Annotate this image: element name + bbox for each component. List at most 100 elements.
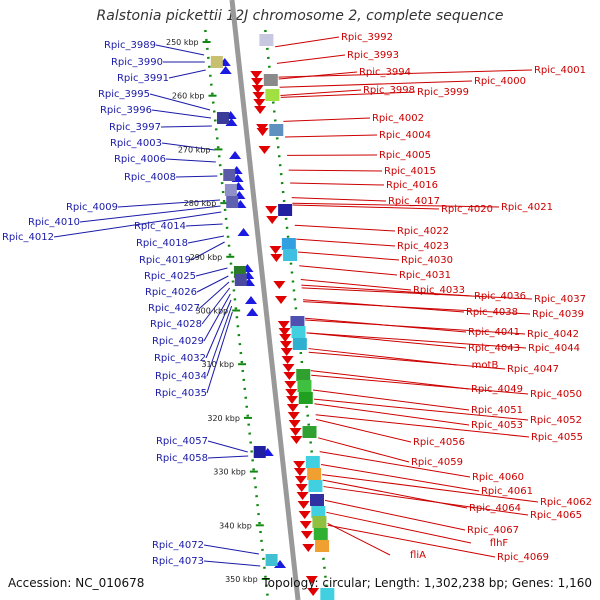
leader-line: [206, 305, 233, 377]
gene-label-right[interactable]: Rpic_4065: [530, 510, 582, 521]
leader-line: [323, 486, 529, 516]
forward-gene-arrow: [285, 389, 298, 397]
gene-label-right[interactable]: Rpic_4002: [372, 113, 424, 124]
leader-line: [301, 287, 533, 300]
gene-block: [292, 338, 307, 350]
forward-gene-arrow: [275, 296, 287, 304]
gene-label-right[interactable]: Rpic_4055: [531, 432, 583, 443]
gene-block: [312, 516, 327, 528]
gene-label-right[interactable]: Rpic_4016: [386, 180, 438, 191]
leader-line: [310, 370, 470, 390]
gene-label-left[interactable]: Rpic_4058: [156, 453, 208, 464]
gene-label-right[interactable]: Rpic_4001: [534, 65, 586, 76]
gene-label-right[interactable]: Rpic_4017: [388, 196, 440, 207]
gene-label-left[interactable]: Rpic_4012: [2, 232, 54, 243]
gene-label-right[interactable]: Rpic_4020: [441, 204, 493, 215]
gene-label-left[interactable]: Rpic_3991: [117, 73, 169, 84]
reverse-gene-arrow: [246, 308, 259, 316]
gene-label-right[interactable]: Rpic_4030: [401, 255, 453, 266]
gene-label-right[interactable]: flhF: [490, 538, 509, 549]
leader-line: [199, 281, 230, 309]
gene-label-right[interactable]: Rpic_4042: [527, 329, 579, 340]
gene-label-left[interactable]: Rpic_4028: [150, 319, 202, 330]
gene-label-right[interactable]: Rpic_4005: [379, 150, 431, 161]
gene-label-left[interactable]: Rpic_3997: [109, 122, 161, 133]
gene-label-right[interactable]: Rpic_3998: [363, 85, 415, 96]
leader-line: [306, 332, 467, 349]
gene-label-right[interactable]: Rpic_4043: [468, 343, 520, 354]
gene-label-right[interactable]: Rpic_3993: [347, 50, 399, 61]
gene-label-right[interactable]: Rpic_4059: [411, 457, 463, 468]
leader-line: [308, 351, 506, 370]
gene-label-right[interactable]: Rpic_3992: [341, 32, 393, 43]
gene-label-left[interactable]: Rpic_4003: [110, 138, 162, 149]
gene-label-right[interactable]: Rpic_4015: [384, 166, 436, 177]
gene-label-right[interactable]: Rpic_4047: [507, 364, 559, 375]
gene-label-left[interactable]: Rpic_3989: [104, 40, 156, 51]
gene-label-left[interactable]: Rpic_4025: [144, 271, 196, 282]
gene-label-right[interactable]: Rpic_4050: [530, 389, 582, 400]
gene-label-right[interactable]: Rpic_3999: [417, 87, 469, 98]
gene-label-right[interactable]: motB: [472, 360, 499, 371]
gene-label-left[interactable]: Rpic_4014: [134, 221, 186, 232]
gene-label-right[interactable]: Rpic_4023: [397, 241, 449, 252]
gene-block: [296, 369, 311, 381]
gene-label-right[interactable]: Rpic_4031: [399, 270, 451, 281]
gene-label-right[interactable]: Rpic_4056: [413, 437, 465, 448]
gene-label-right[interactable]: Rpic_4067: [467, 525, 519, 536]
gene-label-right[interactable]: fliA: [410, 550, 426, 561]
leader-line: [300, 279, 412, 291]
gene-label-left[interactable]: Rpic_4006: [114, 154, 166, 165]
gene-label-left[interactable]: Rpic_4009: [66, 202, 118, 213]
gene-label-right[interactable]: Rpic_4044: [528, 343, 580, 354]
gene-label-right[interactable]: Rpic_4041: [468, 327, 520, 338]
gene-label-left[interactable]: Rpic_3995: [98, 89, 150, 100]
gene-label-left[interactable]: Rpic_4008: [124, 172, 176, 183]
gene-label-right[interactable]: Rpic_4060: [472, 472, 524, 483]
gene-label-right[interactable]: Rpic_4039: [532, 309, 584, 320]
gene-label-right[interactable]: Rpic_4038: [466, 307, 518, 318]
gene-label-left[interactable]: Rpic_4032: [154, 353, 206, 364]
gene-block: [315, 540, 330, 552]
gene-label-left[interactable]: Rpic_4019: [139, 255, 191, 266]
gene-label-right[interactable]: Rpic_3994: [359, 67, 411, 78]
gene-label-left[interactable]: Rpic_4029: [152, 336, 204, 347]
gene-label-left[interactable]: Rpic_3990: [111, 57, 163, 68]
tick-label: 320 kbp: [207, 414, 240, 423]
leader-line: [303, 301, 531, 315]
gene-label-right[interactable]: Rpic_4062: [540, 497, 592, 508]
forward-gene-arrow: [289, 428, 302, 436]
gene-label-right[interactable]: Rpic_4061: [481, 486, 533, 497]
gene-label-left[interactable]: Rpic_4026: [145, 287, 197, 298]
gene-block: [298, 392, 313, 404]
gene-block: [313, 528, 328, 540]
gene-block: [302, 426, 317, 438]
gene-label-right[interactable]: Rpic_4021: [501, 202, 553, 213]
gene-label-right[interactable]: Rpic_4033: [413, 285, 465, 296]
gene-label-right[interactable]: Rpic_4069: [497, 552, 549, 563]
gene-label-left[interactable]: Rpic_4057: [156, 436, 208, 447]
gene-label-left[interactable]: Rpic_4072: [152, 540, 204, 551]
forward-gene-arrow: [266, 216, 279, 224]
gene-label-left[interactable]: Rpic_4018: [136, 238, 188, 249]
gene-label-right[interactable]: Rpic_4000: [474, 76, 526, 87]
forward-gene-arrow: [253, 99, 266, 107]
gene-block: [291, 326, 306, 338]
gene-label-left[interactable]: Rpic_3996: [100, 105, 152, 116]
gene-label-left[interactable]: Rpic_4035: [155, 388, 207, 399]
gene-label-left[interactable]: Rpic_4073: [152, 556, 204, 567]
gene-label-right[interactable]: Rpic_4052: [530, 415, 582, 426]
gene-label-right[interactable]: Rpic_4053: [471, 420, 523, 431]
gene-label-right[interactable]: Rpic_4004: [379, 130, 431, 141]
tick-label: 310 kbp: [201, 360, 234, 369]
gene-label-left[interactable]: Rpic_4034: [155, 371, 207, 382]
gene-label-right[interactable]: Rpic_4037: [534, 294, 586, 305]
gene-label-left[interactable]: Rpic_4010: [28, 217, 80, 228]
gene-label-left[interactable]: Rpic_4027: [148, 303, 200, 314]
gene-label-right[interactable]: Rpic_4049: [471, 384, 523, 395]
gene-label-right[interactable]: Rpic_4064: [469, 503, 521, 514]
gene-label-right[interactable]: Rpic_4036: [474, 291, 526, 302]
gene-label-right[interactable]: Rpic_4022: [397, 226, 449, 237]
gene-label-right[interactable]: Rpic_4051: [471, 405, 523, 416]
